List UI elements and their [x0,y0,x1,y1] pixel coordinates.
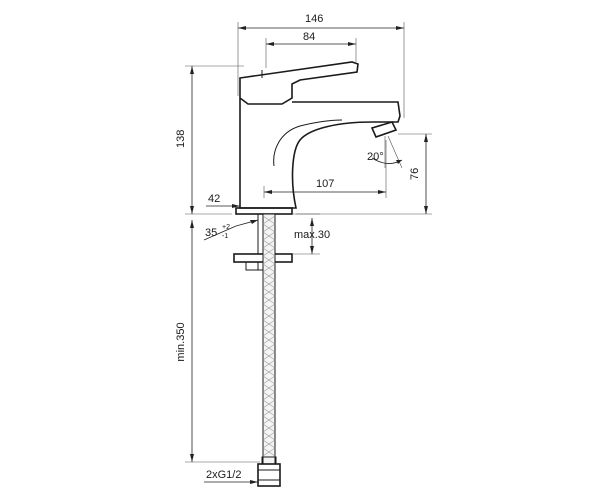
dim-height: 138 [175,65,244,215]
dim-hose-length: min.350 [175,220,260,463]
braid-stroke [262,335,276,345]
dim-spout-angle: 20° [367,135,403,169]
dim-max-thickness: max.30 [292,213,330,255]
dim-35-tol-lower: -1 [222,233,228,240]
dim-overall-width: 146 [237,13,405,118]
braid-stroke [262,431,276,441]
hose-ferrule [261,456,277,465]
dim-handle-width: 84 [265,31,357,68]
dim-spout-reach: 107 [263,140,387,198]
dim-20deg-label: 20° [367,151,384,163]
aerator [370,121,398,138]
hose-braid [262,215,276,457]
braid-stroke [262,327,276,337]
dim-hole-diameter: 35 +2 -1 [203,219,259,241]
braid-stroke [262,255,276,265]
braid-stroke [262,303,276,313]
body-highlight-curve [273,119,343,167]
braid-stroke [262,231,276,241]
flexible-hose [257,213,281,487]
braid-stroke [262,271,276,281]
braid-stroke [262,399,276,409]
dim-84-label: 84 [303,31,315,43]
braid-stroke [262,359,276,369]
braid-stroke [262,407,276,417]
braid-stroke [262,351,276,361]
dim-42-label: 42 [208,193,220,205]
braid-stroke [262,391,276,401]
braid-stroke [262,439,276,449]
dim-35-label: 35 [205,227,217,239]
braid-stroke [262,423,276,433]
braid-stroke [262,287,276,297]
braid-stroke [262,343,276,353]
dim-35-tol-upper: +2 [222,224,230,231]
braid-stroke [262,223,276,233]
faucet-body [235,61,401,215]
braid-stroke [262,263,276,273]
braid-stroke [262,295,276,305]
fixing-nut [245,261,259,271]
braid-stroke [262,311,276,321]
braid-stroke [262,415,276,425]
dim-138-label: 138 [175,130,187,148]
dim-base-offset: 42 [206,193,240,208]
braid-stroke [262,279,276,289]
dim-146-label: 146 [305,13,323,25]
braid-stroke [262,447,276,457]
dim-76-label: 76 [409,168,421,180]
dim-107-label: 107 [316,178,334,190]
dim-connection: 2xG1/2 [204,469,258,484]
handle-lever [239,61,359,105]
braid-stroke [262,367,276,377]
braid-stroke [262,215,276,225]
hose-tube [262,213,276,465]
base-ring [235,207,293,215]
braid-stroke [262,239,276,249]
braid-stroke [262,375,276,385]
braid-stroke [262,319,276,329]
dim-max30-label: max.30 [294,229,330,241]
braid-stroke [262,247,276,257]
braid-stroke [262,383,276,393]
hose-connector-nut [257,463,281,487]
dim-connection-label: 2xG1/2 [206,469,241,481]
dim-min350-label: min.350 [175,322,187,361]
dim-spout-height: 76 [296,133,432,215]
